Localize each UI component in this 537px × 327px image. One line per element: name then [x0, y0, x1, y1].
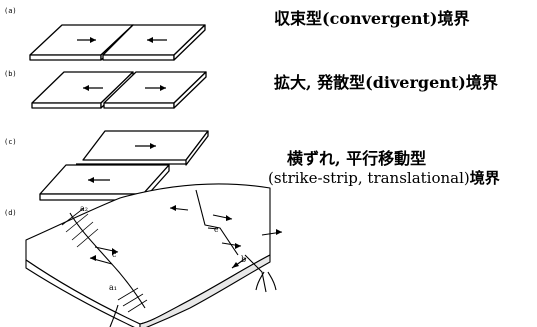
mark-a1: a₁ [109, 283, 117, 292]
panel-a-diagram [29, 24, 206, 61]
block-top-surface [25, 183, 271, 325]
caption-divergent: 拡大, 発散型(divergent)境界 [274, 73, 498, 92]
mark-b: b [241, 255, 246, 264]
plate-a-left-front [29, 54, 102, 61]
mark-c-left: c [112, 250, 117, 259]
plate-b-left-front [31, 102, 102, 109]
plate-b-right-front [103, 102, 175, 109]
panel-b-label: (b) [4, 70, 17, 78]
ridge-line-lower [109, 261, 146, 309]
mark-c-right: c [214, 225, 219, 234]
caption-transform-suffix: 境界 [469, 169, 500, 187]
panel-c-diagram [39, 130, 209, 201]
plate-c-back-side [185, 130, 209, 166]
fault-right [195, 189, 239, 256]
panel-d-diagram: a₂ a₁ c c b [25, 183, 283, 327]
hatch-a2 [61, 207, 99, 248]
panel-a-label: (a) [4, 7, 17, 15]
caption-transform-paren: (strike-strip, translational) [268, 169, 470, 187]
fault-trace [244, 254, 267, 293]
block-front-face [25, 259, 141, 327]
block-side-face [139, 254, 271, 327]
panel-d-label: (d) [4, 209, 17, 217]
caption-transform-line2: (strike-strip, translational)境界 [268, 167, 500, 188]
mark-a2: a₂ [80, 204, 88, 213]
panel-b-diagram [31, 71, 207, 109]
caption-convergent: 収束型(convergent)境界 [274, 9, 470, 28]
plate-a-right-front [102, 54, 175, 61]
plate-b-right-side [173, 71, 207, 109]
panel-c-label: (c) [4, 138, 17, 146]
caption-transform-line1: 横ずれ, 平行移動型 [287, 149, 427, 168]
plate-a-right-side [173, 24, 206, 61]
hatch-a1 [117, 287, 148, 313]
